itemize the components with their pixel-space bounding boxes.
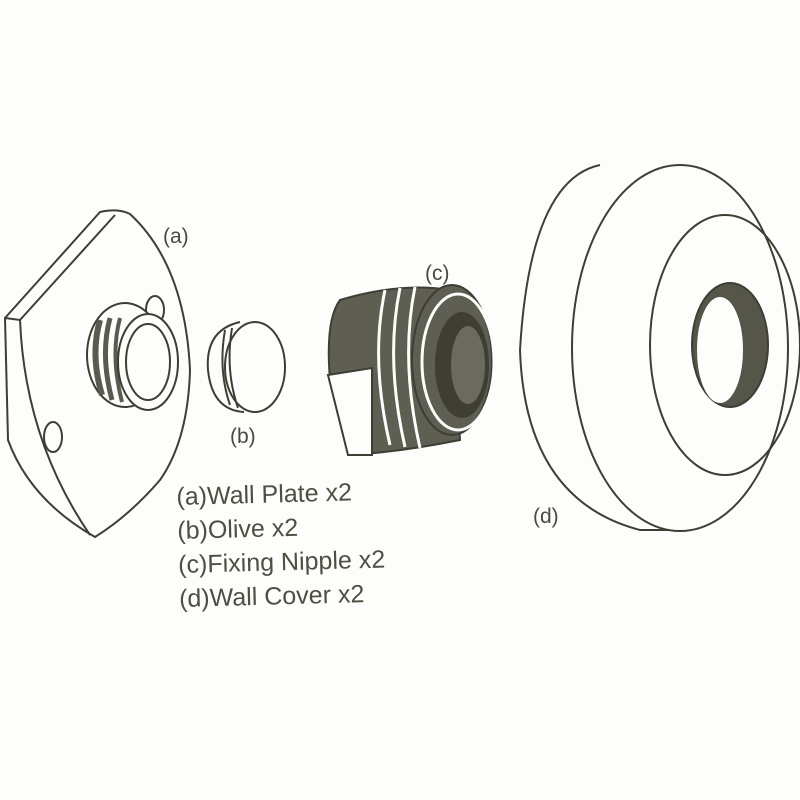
label-c: (c) [425,262,450,285]
wall-cover-drawing [518,164,800,532]
label-d: (d) [533,505,559,528]
olive-drawing [206,321,286,413]
wall-plate-drawing [3,209,192,539]
legend-item-wall-plate: (a)Wall Plate x2 [176,478,353,511]
parts-legend: (a)Wall Plate x2 (b)Olive x2 (c)Fixing N… [176,475,387,616]
legend-item-fixing-nipple: (c)Fixing Nipple x2 [177,545,386,579]
fixing-nipple-drawing [326,284,496,457]
label-a: (a) [163,225,189,248]
legend-item-olive: (b)Olive x2 [176,513,299,545]
label-b: (b) [230,425,256,448]
legend-item-wall-cover: (d)Wall Cover x2 [178,580,365,613]
